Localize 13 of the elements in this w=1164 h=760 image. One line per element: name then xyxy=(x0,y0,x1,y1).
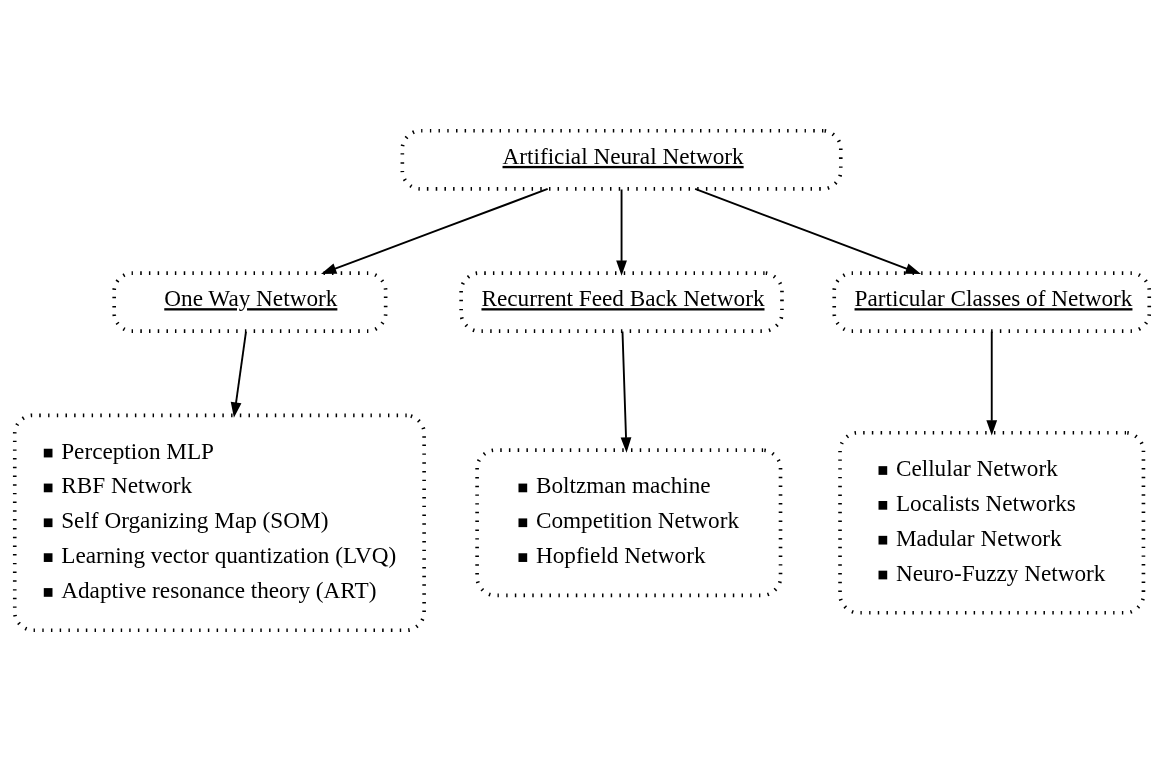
node-box: Perception MLP RBF Network Self Organizing Map (SOM) Learning vector quantization (LVQ) Adaptive resonance theory (ART) xyxy=(12,413,426,632)
arrow xyxy=(986,330,998,436)
arrow xyxy=(694,187,921,274)
node-box: Recurrent Feed Back Network xyxy=(459,270,784,333)
node-box: Artificial Neural Network xyxy=(400,128,843,191)
node-box: Particular Classes of Network xyxy=(832,270,1152,333)
arrow xyxy=(620,330,632,453)
arrow xyxy=(616,188,627,276)
node-box: Boltzman machine Competition Network Hopfield Network xyxy=(475,447,783,597)
arrow xyxy=(320,187,549,274)
arrow xyxy=(230,330,247,418)
node-box: Cellular Network Localists Networks Madular Network Neuro-Fuzzy Network xyxy=(838,430,1146,615)
node-box: One Way Network xyxy=(112,270,388,333)
